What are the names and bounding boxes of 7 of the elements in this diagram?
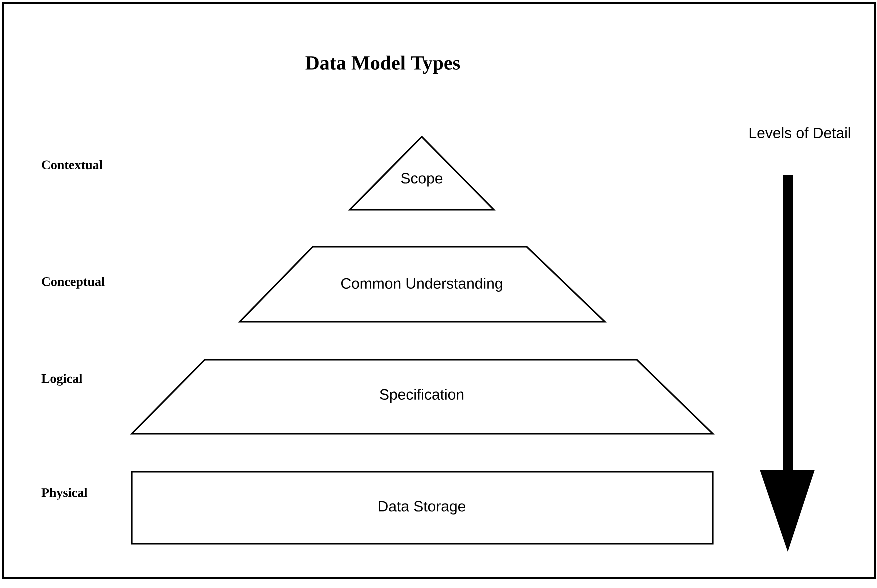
level-label: Logical	[42, 374, 82, 386]
level-label: Physical	[42, 488, 88, 500]
level-label: Conceptual	[42, 277, 105, 289]
axis-label: Levels of Detail	[750, 127, 850, 138]
title: Data Model Types	[306, 56, 460, 74]
storage-box: Data Storage	[131, 471, 714, 545]
level-label: Contextual	[42, 160, 103, 170]
